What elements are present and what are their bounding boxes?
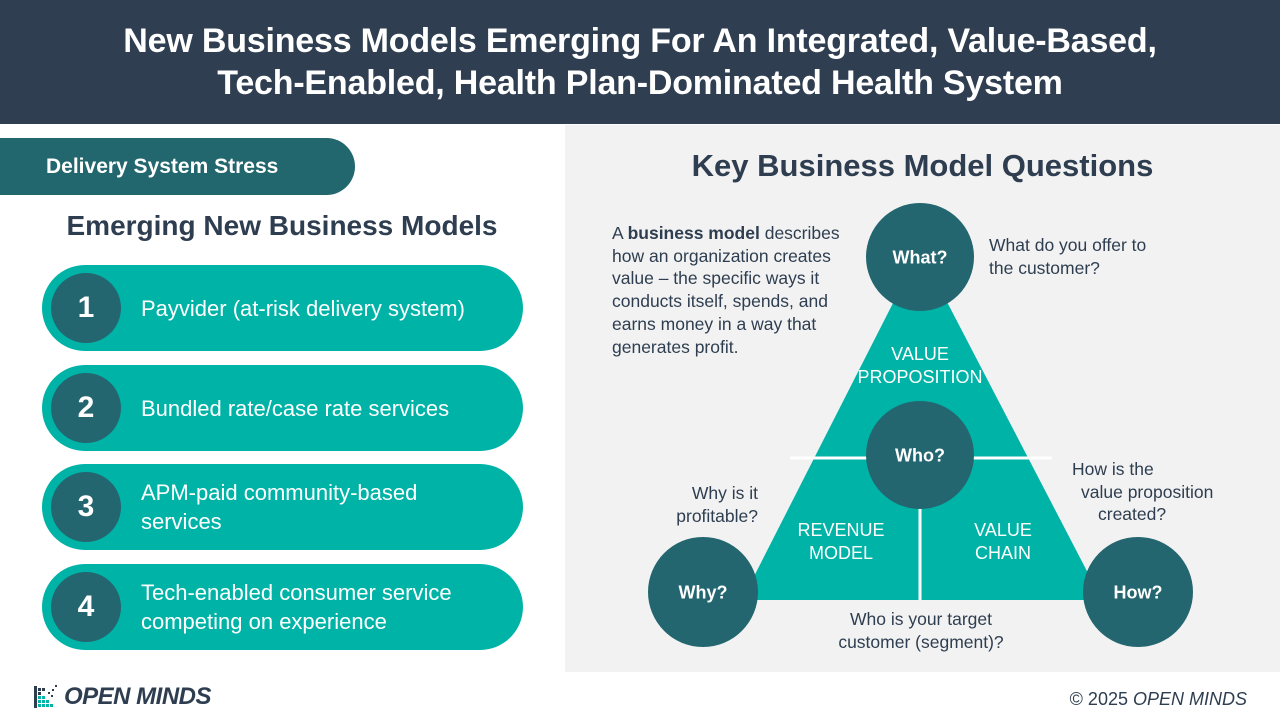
section-tab-label: Delivery System Stress: [46, 154, 279, 178]
model-label: Payvider (at-risk delivery system): [141, 295, 465, 321]
model-label: APM-paid community-based services: [141, 480, 418, 534]
definition-body: describes how an organization creates va…: [612, 223, 840, 357]
definition-prefix: A: [612, 223, 628, 243]
segment-line: PROPOSITION: [857, 367, 983, 387]
model-item: 3 APM-paid community-based services: [42, 464, 523, 550]
why-node-label: Why?: [678, 582, 728, 603]
segment-line: VALUE: [974, 520, 1032, 540]
questions-title: Key Business Model Questions: [691, 148, 1154, 183]
title-line-1: New Business Models Emerging For An Inte…: [123, 22, 1157, 60]
model-number-badge: 1: [51, 273, 121, 343]
definition-term: business model: [627, 223, 760, 243]
who-node-label: Who?: [895, 445, 945, 466]
model-label: Bundled rate/case rate services: [141, 395, 450, 421]
who-node: [866, 401, 974, 509]
slide-title: New Business Models Emerging For An Inte…: [40, 20, 1240, 104]
question-line: Who is your target: [850, 609, 992, 629]
segment-line: REVENUE: [797, 520, 885, 540]
logo-text: OPEN MINDS: [64, 683, 212, 710]
what-question: What do you offer to the customer?: [989, 234, 1146, 279]
value-chain-label: VALUE CHAIN: [974, 519, 1032, 565]
question-line: What do you offer to: [989, 235, 1147, 255]
question-line: Why is it: [691, 483, 758, 503]
pixel-mosaic-icon: [34, 684, 62, 710]
question-line: created?: [1098, 504, 1167, 524]
segment-line: CHAIN: [974, 543, 1032, 563]
how-question: How is the value proposition created?: [1072, 458, 1213, 526]
question-line: the customer?: [989, 257, 1100, 278]
model-item: 1 Payvider (at-risk delivery system): [42, 265, 523, 351]
value-proposition-label: VALUE PROPOSITION: [857, 343, 982, 389]
question-line: profitable?: [676, 505, 758, 526]
who-question: Who is your target customer (segment)?: [820, 608, 1022, 653]
section-tab: Delivery System Stress: [0, 138, 355, 195]
what-node-label: What?: [892, 247, 948, 268]
revenue-model-label: REVENUE MODEL: [797, 519, 884, 565]
why-node: [648, 537, 758, 647]
model-item: 2 Bundled rate/case rate services: [42, 365, 523, 451]
question-line: How is the: [1072, 459, 1154, 479]
model-number-badge: 3: [51, 472, 121, 542]
copyright-prefix: © 2025: [1069, 689, 1133, 709]
how-node: [1083, 537, 1193, 647]
segment-line: VALUE: [891, 344, 949, 364]
what-node: [866, 203, 974, 311]
question-line: value proposition: [1081, 481, 1214, 502]
title-line-2: Tech-Enabled, Health Plan-Dominated Heal…: [217, 64, 1063, 102]
why-question: Why is it profitable?: [655, 482, 758, 527]
how-node-label: How?: [1113, 582, 1163, 603]
models-heading: Emerging New Business Models: [66, 210, 498, 241]
question-line: customer (segment)?: [838, 631, 1004, 652]
model-number-badge: 2: [51, 373, 121, 443]
open-minds-logo: OPEN MINDS: [34, 683, 212, 711]
slide-header: New Business Models Emerging For An Inte…: [0, 0, 1280, 124]
copyright-notice: © 2025 OPEN MINDS: [1070, 689, 1247, 710]
model-number-badge: 4: [51, 572, 121, 642]
model-label: Tech-enabled consumer service competing …: [141, 580, 452, 634]
segment-line: MODEL: [808, 543, 873, 563]
copyright-name: OPEN MINDS: [1132, 689, 1247, 709]
business-model-definition: A business model describes how an organi…: [612, 222, 852, 358]
model-item: 4 Tech-enabled consumer service competin…: [42, 564, 523, 650]
